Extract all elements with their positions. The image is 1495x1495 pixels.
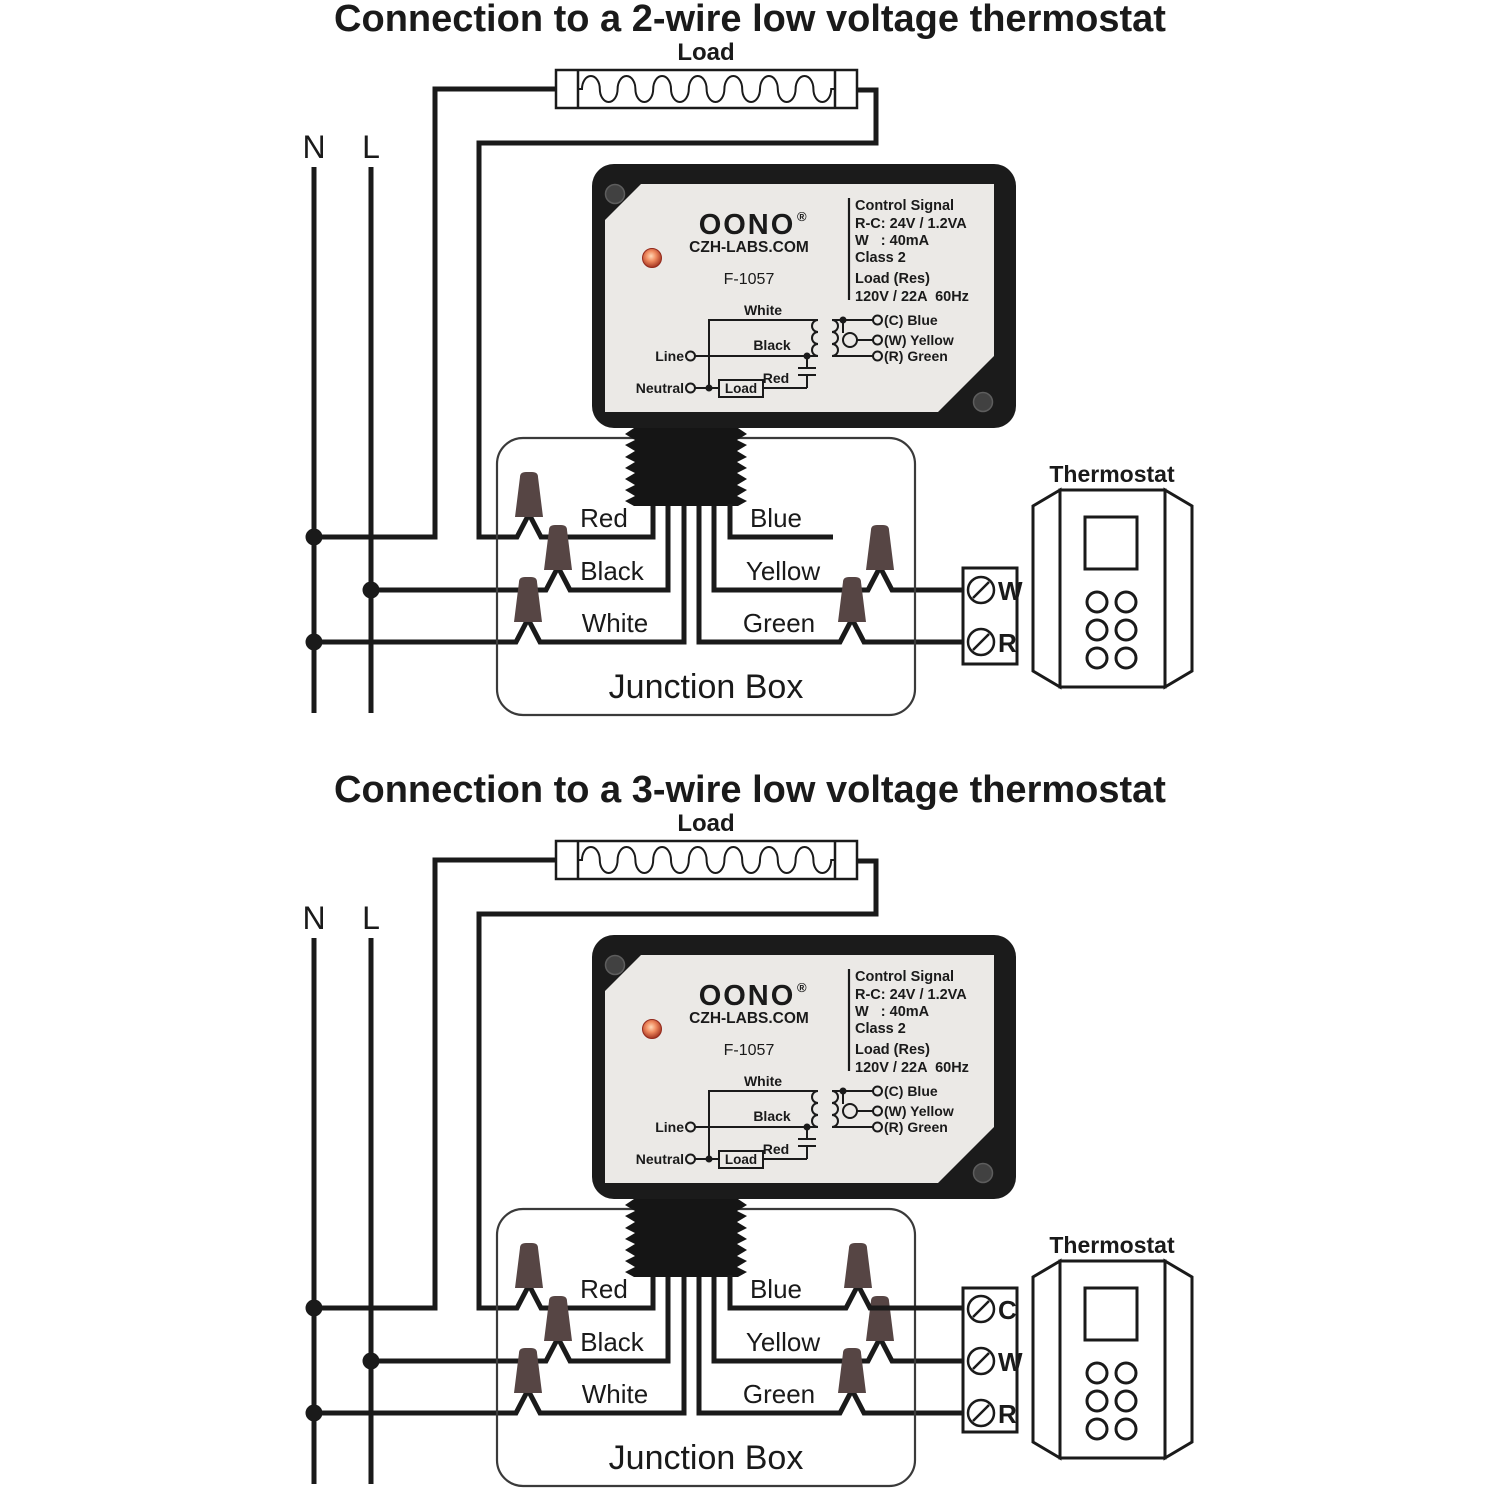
red-wire-label: Red (580, 503, 628, 533)
l-label: L (362, 900, 380, 936)
svg-text:Neutral: Neutral (636, 1151, 684, 1167)
svg-text:(W) Yellow: (W) Yellow (884, 1103, 954, 1119)
svg-text:120V / 22A 60Hz: 120V / 22A 60Hz (855, 1060, 969, 1076)
svg-text:Red: Red (763, 370, 789, 386)
svg-text:Line: Line (655, 348, 684, 364)
blue-wire-to-c (727, 1275, 963, 1311)
svg-text:Line: Line (655, 1119, 684, 1135)
diagram-3wire: Connection to a 3-wire low voltage therm… (302, 769, 1192, 1486)
svg-text:(C) Blue: (C) Blue (884, 1083, 938, 1099)
junction-box-label: Junction Box (609, 1439, 804, 1477)
svg-text:Black: Black (753, 1108, 791, 1124)
diagram-2wire: Connection to a 2-wire low voltage therm… (302, 0, 1192, 715)
green-wire-label: Green (743, 608, 815, 638)
relay-trademark: ® (797, 980, 807, 995)
relay-brand: OONO (699, 980, 796, 1012)
svg-text:Neutral: Neutral (636, 380, 684, 396)
thermostat-terminal-block (961, 1286, 1019, 1434)
blue-wire-label: Blue (750, 503, 802, 533)
terminal-w-label: W (998, 576, 1023, 606)
thermostat-terminal-block (961, 566, 1019, 666)
svg-text:R-C: 24V / 1.2VA: R-C: 24V / 1.2VA (855, 987, 967, 1003)
white-wire-label: White (582, 1379, 648, 1409)
thermostat-label: Thermostat (1049, 461, 1175, 487)
black-wire-label: Black (580, 556, 645, 586)
relay-website: CZH-LABS.COM (689, 239, 809, 256)
wire-nut-blue (844, 1243, 872, 1288)
relay-model: F-1057 (724, 271, 775, 288)
diagram-title: Connection to a 3-wire low voltage therm… (334, 769, 1166, 811)
svg-text:Load (Res): Load (Res) (855, 271, 930, 287)
terminal-r-label: R (998, 628, 1017, 658)
svg-text:(R) Green: (R) Green (884, 1119, 948, 1135)
svg-text:Control Signal: Control Signal (855, 969, 954, 985)
white-wire-label: White (582, 608, 648, 638)
svg-text:W : 40mA: W : 40mA (855, 233, 930, 249)
n-label: N (302, 900, 325, 936)
diagram-title: Connection to a 2-wire low voltage therm… (334, 0, 1166, 40)
svg-text:R-C: 24V / 1.2VA: R-C: 24V / 1.2VA (855, 216, 967, 232)
svg-text:Load (Res): Load (Res) (855, 1042, 930, 1058)
thermostat-label: Thermostat (1049, 1232, 1175, 1258)
n-label: N (302, 129, 325, 165)
terminal-r-label: R (998, 1399, 1017, 1429)
terminal-c-label: C (998, 1295, 1017, 1325)
svg-text:Load: Load (725, 381, 757, 396)
svg-text:Red: Red (763, 1141, 789, 1157)
svg-text:(C) Blue: (C) Blue (884, 312, 938, 328)
l-label: L (362, 129, 380, 165)
svg-text:Class 2: Class 2 (855, 1021, 906, 1037)
load-label: Load (677, 39, 734, 66)
relay-website: CZH-LABS.COM (689, 1010, 809, 1027)
red-wire-label: Red (580, 1274, 628, 1304)
svg-text:White: White (744, 302, 782, 318)
svg-text:Load: Load (725, 1152, 757, 1167)
svg-text:(W) Yellow: (W) Yellow (884, 332, 954, 348)
svg-text:(R) Green: (R) Green (884, 348, 948, 364)
relay-brand: OONO (699, 209, 796, 241)
blue-wire-unused (727, 504, 833, 540)
svg-text:120V / 22A 60Hz: 120V / 22A 60Hz (855, 289, 969, 305)
svg-text:Black: Black (753, 337, 791, 353)
svg-text:White: White (744, 1073, 782, 1089)
green-wire-label: Green (743, 1379, 815, 1409)
svg-text:W : 40mA: W : 40mA (855, 1004, 930, 1020)
junction-box-label: Junction Box (609, 668, 804, 706)
load-label: Load (677, 810, 734, 837)
yellow-wire-label: Yellow (746, 1327, 820, 1357)
blue-wire-label: Blue (750, 1274, 802, 1304)
relay-plate-text: OONO ® CZH-LABS.COM F-1057 Control Signa… (636, 969, 969, 1167)
black-wire-label: Black (580, 1327, 645, 1357)
relay-trademark: ® (797, 209, 807, 224)
svg-text:Control Signal: Control Signal (855, 198, 954, 214)
yellow-wire-label: Yellow (746, 556, 820, 586)
relay-plate-text: OONO ® CZH-LABS.COM F-1057 Control Signa… (636, 198, 969, 396)
svg-text:Class 2: Class 2 (855, 250, 906, 266)
terminal-w-label: W (998, 1347, 1023, 1377)
relay-model: F-1057 (724, 1042, 775, 1059)
